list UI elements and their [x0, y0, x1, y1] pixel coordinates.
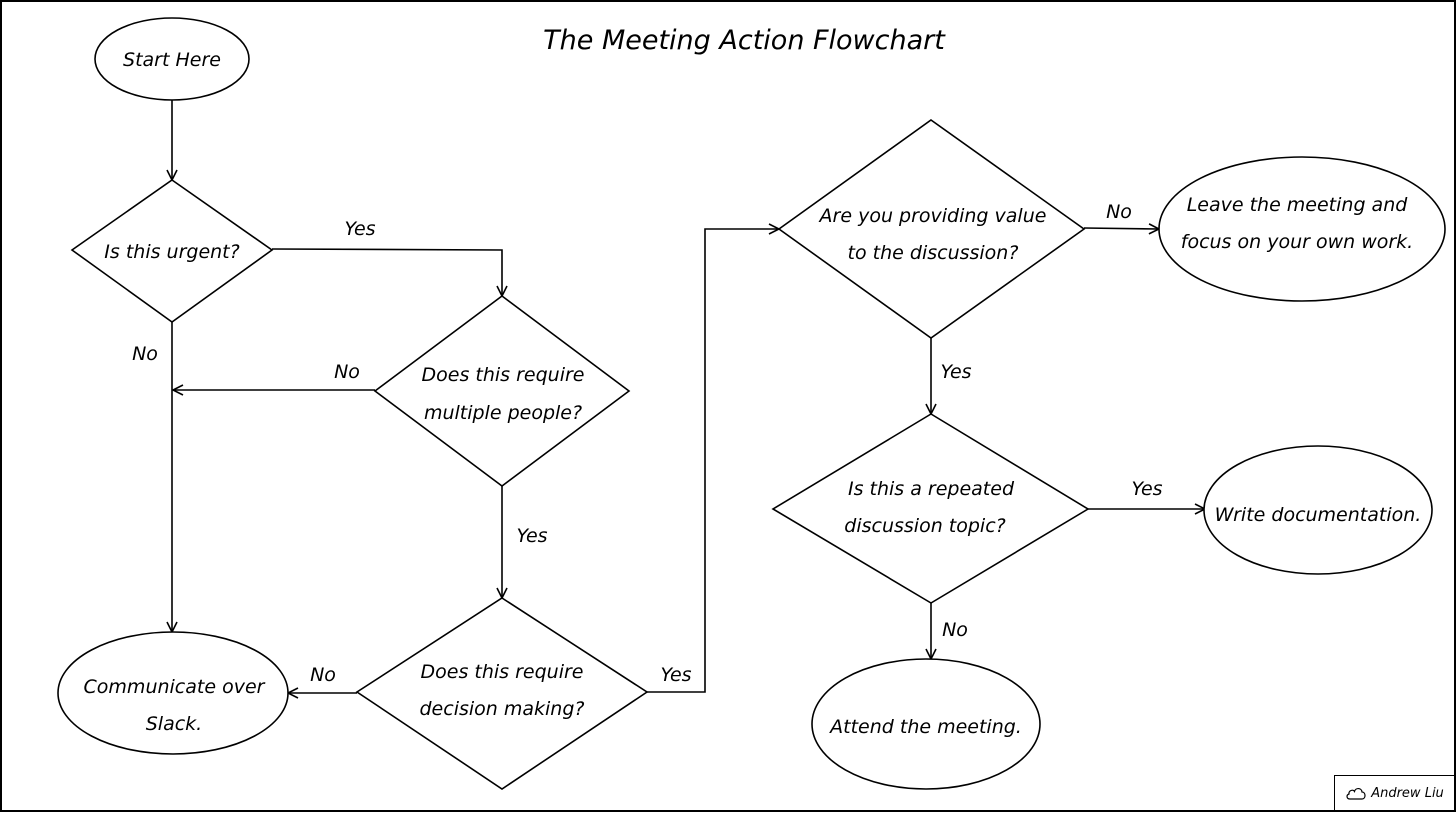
- edge-labels: Yes No No Yes No Yes No Yes Yes No: [132, 201, 1163, 686]
- node-label-document: Write documentation.: [1215, 504, 1422, 526]
- terminal-slack: [57, 631, 289, 755]
- edge-label-repeated-yes: Yes: [1131, 478, 1162, 500]
- terminal-leave-meeting: [1158, 156, 1446, 302]
- edge-urgent-yes: [271, 248, 502, 296]
- node-label-attend: Attend the meeting.: [828, 716, 1022, 738]
- node-repeated: Is this a repeated discussion topic?: [771, 413, 1090, 604]
- node-label-decision-line2: decision making?: [420, 698, 585, 720]
- edge-label-urgent-yes: Yes: [344, 218, 375, 240]
- edge-label-value-yes: Yes: [940, 361, 971, 383]
- node-label-slack-line2: Slack.: [146, 713, 202, 735]
- node-label-decision-line1: Does this require: [421, 661, 584, 683]
- author-name: Andrew Liu: [1371, 785, 1444, 801]
- node-label-value-line2: to the discussion?: [848, 242, 1019, 264]
- start-terminal: [94, 17, 250, 101]
- node-label-multiple-line2: multiple people?: [424, 402, 582, 424]
- node-label-repeated-line2: discussion topic?: [844, 515, 1005, 537]
- node-label-leave-line1: Leave the meeting and: [1187, 194, 1409, 216]
- node-attend: Attend the meeting.: [811, 658, 1041, 790]
- node-value: Are you providing value to the discussio…: [777, 119, 1086, 339]
- decision-diamond-providing-value: [777, 119, 1086, 339]
- node-slack: Communicate over Slack.: [57, 631, 289, 755]
- edges: [172, 100, 1205, 693]
- node-multiple: Does this require multiple people?: [373, 295, 631, 487]
- node-label-start: Start Here: [123, 49, 221, 71]
- node-decision: Does this require decision making?: [355, 597, 649, 790]
- edge-label-repeated-no: No: [942, 619, 968, 641]
- node-label-multiple-line1: Does this require: [422, 364, 585, 386]
- edge-decision-yes: [647, 229, 779, 693]
- node-start: Start Here: [94, 17, 250, 101]
- edge-label-decision-no: No: [310, 664, 336, 686]
- edge-label-multiple-no: No: [334, 361, 360, 383]
- diagram-title: The Meeting Action Flowchart: [543, 25, 946, 56]
- decision-diamond-decision-making: [355, 597, 649, 790]
- node-leave: Leave the meeting and focus on your own …: [1158, 156, 1446, 302]
- author-credit: Andrew Liu: [1334, 775, 1454, 810]
- edge-label-urgent-no: No: [132, 343, 158, 365]
- node-label-repeated-line1: Is this a repeated: [848, 478, 1015, 500]
- node-label-slack-line1: Communicate over: [84, 676, 266, 698]
- decision-diamond-urgent: [70, 179, 274, 323]
- terminal-attend-meeting: [811, 658, 1041, 790]
- node-label-urgent: Is this urgent?: [104, 241, 239, 263]
- node-document: Write documentation.: [1203, 445, 1433, 575]
- edge-value-no: [1083, 228, 1159, 229]
- node-label-value-line1: Are you providing value: [818, 205, 1047, 227]
- node-urgent: Is this urgent?: [70, 179, 274, 323]
- decision-diamond-repeated-topic: [771, 413, 1090, 604]
- edge-label-value-no: No: [1106, 201, 1132, 223]
- terminal-write-documentation: [1203, 445, 1433, 575]
- node-label-leave-line2: focus on your own work.: [1181, 231, 1413, 253]
- edge-label-multiple-yes: Yes: [516, 525, 547, 547]
- decision-diamond-multiple-people: [373, 295, 631, 487]
- cloud-icon: [1346, 787, 1366, 800]
- edge-label-decision-yes: Yes: [660, 664, 691, 686]
